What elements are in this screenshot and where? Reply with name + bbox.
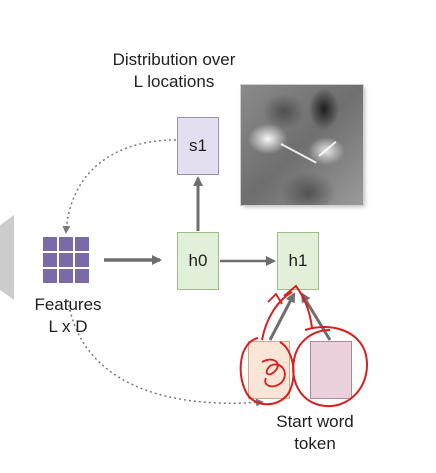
arrow-orange-token-to-h1	[268, 292, 296, 341]
red-annotation-circle-orange-token	[239, 337, 295, 406]
start-token-label-line-2: token	[294, 434, 336, 453]
h0-node: h0	[177, 232, 219, 290]
distribution-label: Distribution over L locations	[86, 49, 262, 93]
feature-grid-cell	[59, 269, 73, 283]
input-token-orange	[248, 341, 290, 399]
feature-grid	[43, 237, 89, 283]
s1-node-label: s1	[189, 136, 207, 155]
distribution-label-line-2: L locations	[133, 72, 215, 91]
slide-edge-shape	[0, 215, 14, 300]
h1-node: h1	[277, 232, 319, 290]
start-token-label-line-1: Start word	[276, 412, 354, 431]
attention-heatmap-image	[241, 85, 363, 205]
feature-grid-cell	[43, 269, 57, 283]
feature-grid-cell	[43, 253, 57, 267]
red-annotation-circle-start-token	[292, 326, 368, 408]
feature-grid-cell	[75, 269, 89, 283]
feature-grid-cell	[59, 237, 73, 251]
h0-node-label: h0	[188, 251, 208, 270]
features-label-line-1: Features	[34, 295, 102, 314]
features-label: Features L x D	[18, 294, 118, 338]
arrow-start-token-to-h1	[300, 292, 332, 341]
dotted-arrow-s1-to-features	[62, 139, 177, 234]
h1-node-label: h1	[288, 251, 308, 270]
red-annotation-arrowhead	[283, 284, 305, 299]
distribution-label-line-1: Distribution over	[112, 50, 236, 69]
feature-grid-cell	[75, 253, 89, 267]
feature-grid-cell	[59, 253, 73, 267]
start-token-label: Start word token	[260, 411, 370, 455]
red-annotation-stroke-to-h1-left	[261, 291, 293, 341]
feature-grid-cell	[75, 237, 89, 251]
s1-node: s1	[177, 117, 219, 175]
dotted-arrow-features-to-token	[67, 299, 264, 407]
red-annotation-scribble	[261, 358, 286, 388]
red-annotation-arrowhead-left	[267, 292, 283, 305]
start-word-token-box	[310, 341, 352, 399]
feature-grid-cell	[43, 237, 57, 251]
features-label-line-2: L x D	[48, 317, 88, 336]
